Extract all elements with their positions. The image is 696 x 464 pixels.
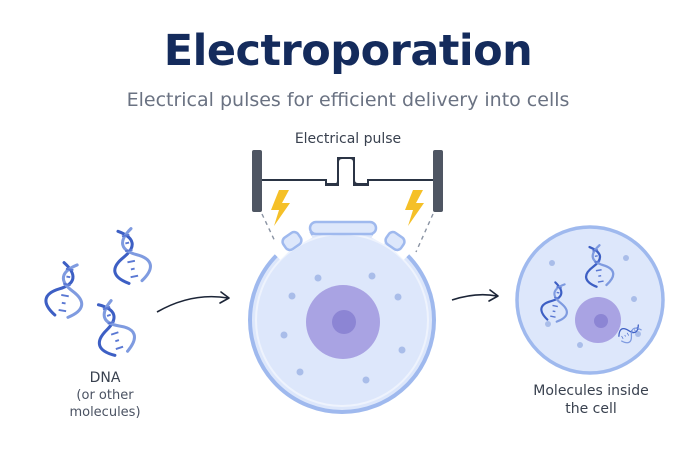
nucleolus: [332, 310, 356, 334]
membrane-fragment: [384, 230, 406, 252]
page-title: Electroporation: [163, 26, 533, 76]
dna-icon: [86, 295, 140, 361]
arrow-to-cell: [156, 295, 229, 313]
right-electrode: [433, 150, 443, 212]
vesicle: [362, 376, 370, 384]
result-label: Molecules inside the cell: [516, 382, 666, 418]
vesicle: [296, 368, 304, 376]
left-electrode: [252, 150, 262, 212]
lightning-icon-right: [405, 190, 424, 226]
pulse-wire: [262, 157, 433, 186]
arrow-to-result-head: [488, 289, 499, 302]
vesicle: [398, 346, 406, 354]
electroporated-cell: [248, 220, 436, 414]
nucleolus: [594, 314, 608, 328]
result-cell: [515, 225, 665, 375]
vesicle: [368, 272, 376, 280]
arrow-to-cell-head: [219, 291, 230, 304]
membrane-pore: [395, 240, 415, 260]
electrode-circuit: [252, 150, 443, 212]
vesicle: [623, 255, 629, 261]
vesicle: [314, 274, 322, 282]
dna-label: DNA (or other molecules): [40, 370, 170, 421]
dna-label-sub: (or other molecules): [69, 388, 141, 420]
vesicle: [631, 296, 637, 302]
membrane-pore: [371, 221, 393, 245]
vesicle: [549, 260, 555, 266]
field-line-right: [415, 213, 434, 253]
lightning-icon-left: [271, 190, 290, 226]
membrane-fragment: [308, 220, 378, 236]
pulse-waveform: [326, 157, 368, 185]
vesicle: [545, 321, 551, 327]
vesicle: [288, 292, 296, 300]
arrow-to-result: [451, 293, 498, 301]
result-label-line2: the cell: [565, 401, 617, 417]
dna-label-main: DNA: [89, 370, 121, 386]
dna-icon: [105, 224, 155, 288]
vesicle: [280, 331, 288, 339]
vesicle: [577, 342, 583, 348]
membrane-pore: [291, 221, 313, 245]
membrane-pore: [269, 240, 289, 260]
vesicle: [394, 293, 402, 301]
dna-icon: [42, 259, 90, 321]
vesicle: [635, 331, 641, 337]
membrane-fragment: [281, 230, 303, 252]
electrical-pulse-label: Electrical pulse: [294, 131, 402, 147]
page-subtitle: Electrical pulses for efficient delivery…: [126, 89, 570, 111]
result-label-line1: Molecules inside: [533, 383, 649, 399]
